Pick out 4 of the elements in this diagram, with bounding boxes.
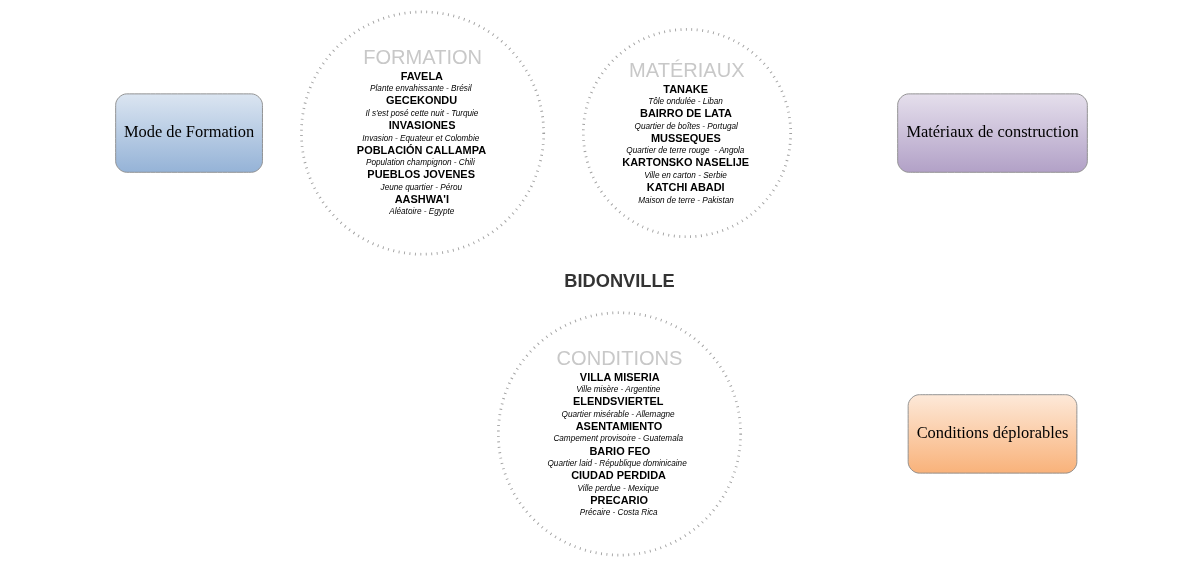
- node-box: Matériaux de construction: [897, 93, 1088, 173]
- node-box: Conditions déplorables: [907, 394, 1078, 474]
- node-box: Mode de Formation: [115, 93, 263, 173]
- label: BIDONVILLE: [564, 270, 675, 292]
